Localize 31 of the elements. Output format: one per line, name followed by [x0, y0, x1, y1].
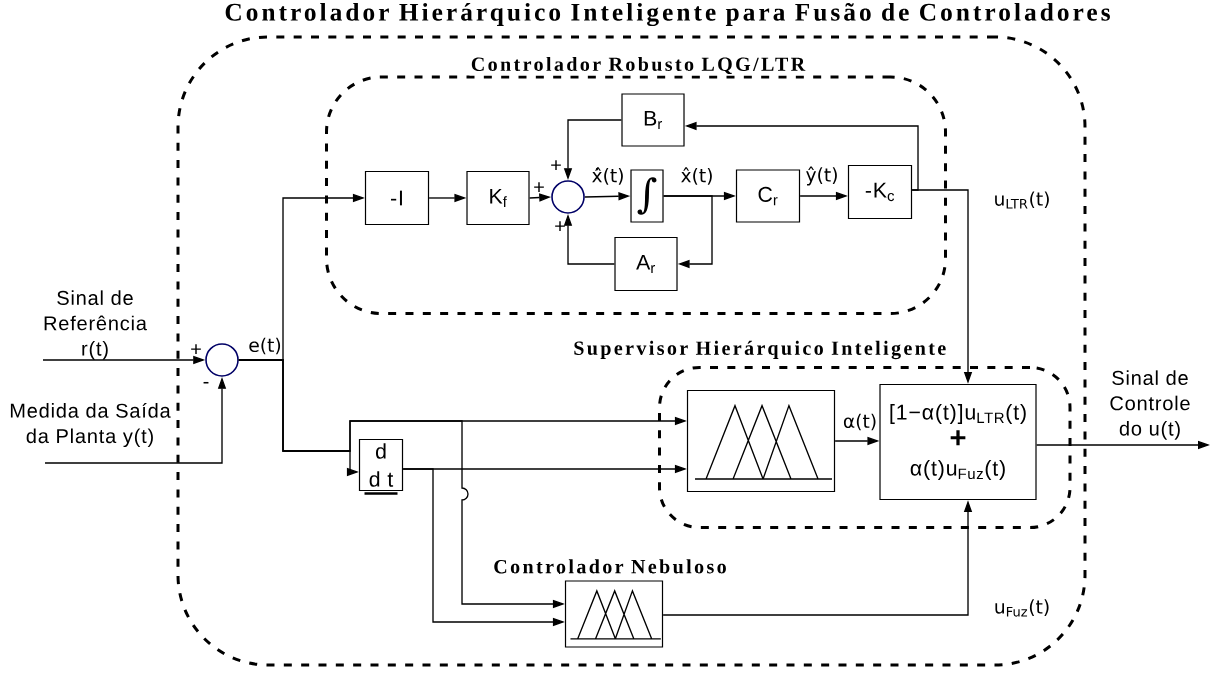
group-title: Controlador Robusto LQG/LTR	[469, 55, 807, 76]
block-box: -K$_{c}$	[847, 164, 913, 220]
group-title: Supervisor Hierárquico Inteligente	[571, 339, 948, 361]
block-box: -I	[364, 170, 430, 226]
block-box: d d t	[358, 438, 404, 492]
block-box: C$_{r}$	[735, 169, 801, 223]
group-title: Controlador Hierárquico Inteligente para Fusão de Controladores	[223, 1, 1112, 28]
signal-label: x̂(t)	[681, 167, 712, 185]
block-box: ∫	[630, 169, 664, 223]
arrow	[662, 195, 713, 269]
summing-circle	[205, 343, 239, 377]
block-title: Controlador Nebuloso	[494, 559, 726, 574]
signal-label: ŷ(t)	[806, 166, 837, 186]
block-box: [1−α(t)]u$_{LTR}$(t) + α(t)u$_{Fuz}$(t)	[879, 383, 1037, 501]
sign-label: -	[203, 381, 209, 384]
signal-label: e(t)	[249, 337, 281, 355]
block-box: B$_{r}$	[621, 93, 685, 147]
signal-label: α(t)	[843, 413, 876, 431]
signal-label: u$_{Fuz}$(t)	[995, 599, 1049, 617]
summing-circle	[551, 180, 585, 214]
sign-label: +	[534, 182, 544, 192]
sign-label: +	[555, 221, 565, 231]
signal-label: Sinal de Referência r(t)	[44, 290, 147, 360]
signal-label: Sinal de Controle do u(t)	[1110, 370, 1190, 440]
block-box: A$_{r}$	[614, 236, 678, 292]
sign-label: +	[191, 344, 201, 354]
signal-label: ẋ̂(t)	[592, 167, 623, 185]
block-box: K$_{f}$	[466, 170, 530, 226]
signal-label: u$_{LTR}$(t)	[995, 191, 1049, 209]
signal-label: Medida da Saída da Planta y(t)	[10, 402, 171, 448]
sign-label: +	[551, 160, 561, 170]
